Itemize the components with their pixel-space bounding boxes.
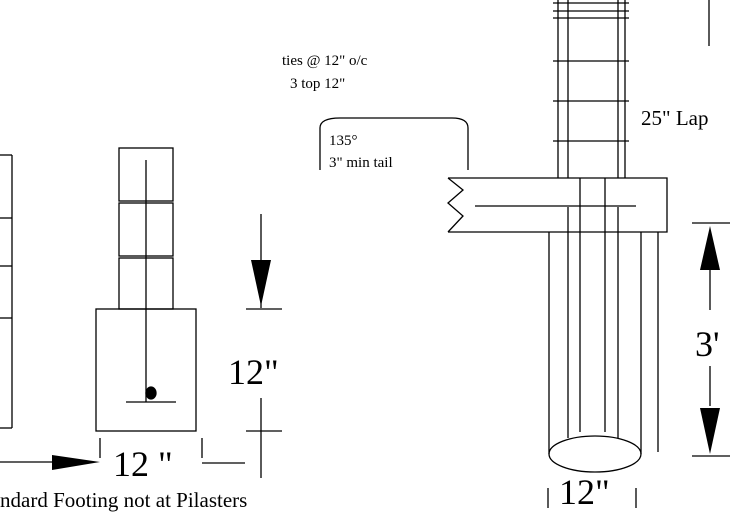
beam-section <box>447 177 668 233</box>
rebar-dot <box>145 386 157 400</box>
pier-section <box>548 232 659 473</box>
ties-note-line2: 3 top 12" <box>290 76 346 92</box>
pier-depth-dimension <box>692 222 730 457</box>
column-rebar <box>557 0 626 232</box>
lap-label: 25" Lap <box>641 106 709 130</box>
pier-diameter-label: 12" <box>559 472 610 512</box>
footing-width-dimension <box>0 438 245 464</box>
ties-note-line1: ties @ 12" o/c <box>282 53 368 69</box>
caption: ndard Footing not at Pilasters <box>0 488 248 512</box>
left-partial-wall <box>0 154 13 429</box>
column-ties <box>553 2 629 142</box>
standard-footing-section <box>95 147 197 432</box>
footing-height-dimension <box>246 214 282 478</box>
footing-height-label: 12" <box>228 352 279 392</box>
hook-tail-label: 3" min tail <box>329 155 393 171</box>
pier-depth-label: 3' <box>695 324 720 364</box>
hook-bar <box>319 117 469 170</box>
footing-width-label: 12 " <box>113 444 173 484</box>
hook-angle-label: 135° <box>329 133 358 149</box>
